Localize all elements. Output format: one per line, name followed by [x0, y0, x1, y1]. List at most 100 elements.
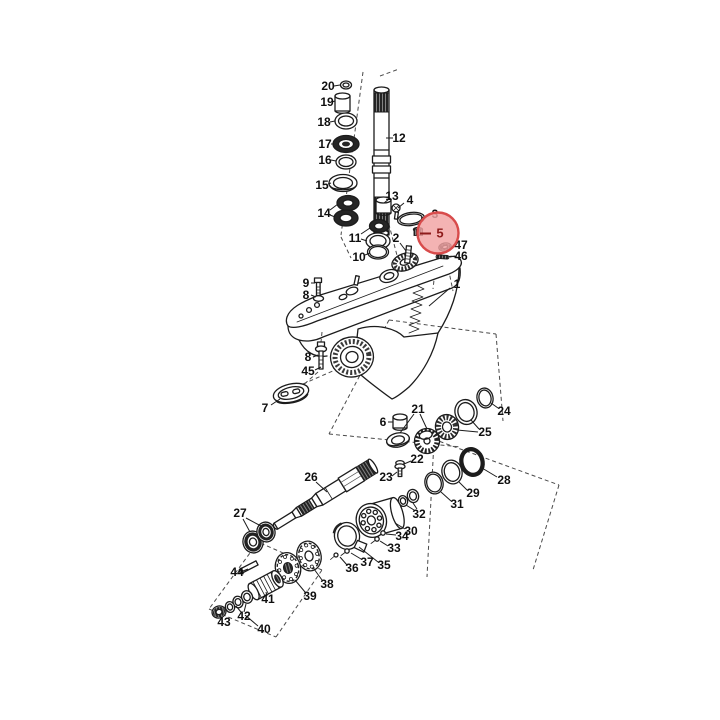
pinion-gear-21: [413, 427, 441, 455]
callout-label-28: 28: [497, 473, 511, 487]
washer-8-upper: [312, 295, 325, 302]
oring-20: [339, 80, 353, 90]
leader-line-10: [364, 252, 371, 256]
screw-36: [330, 552, 339, 560]
bearing-25: [434, 413, 460, 441]
callout-label-8: 8: [305, 350, 312, 364]
callout-label-44: 44: [230, 565, 244, 579]
leader-line-46: [449, 255, 456, 258]
leader-line-35: [358, 546, 379, 563]
callout-label-18: 18: [317, 115, 331, 129]
callout-label-17: 17: [318, 137, 332, 151]
callout-labels: 1234679884510111213141516171819202122232…: [217, 79, 511, 636]
leader-line-27: [242, 518, 251, 533]
leader-line-26: [315, 481, 328, 493]
leader-line-28: [481, 467, 498, 478]
leader-line-11: [360, 238, 368, 242]
washers-42: [224, 590, 254, 614]
leader-line-42: [243, 603, 247, 613]
screw-37: [340, 548, 350, 556]
callout-label-40: 40: [257, 622, 271, 636]
callout-label-31: 31: [450, 497, 464, 511]
carrier-group: [330, 447, 485, 560]
washer-21: [386, 432, 410, 448]
pin-46: [435, 254, 450, 260]
torpedo-bore: [329, 336, 375, 378]
screw-34: [376, 530, 386, 538]
leader-line-22: [403, 460, 412, 465]
callout-label-27: 27: [233, 506, 247, 520]
callout-label-41: 41: [261, 592, 275, 606]
callout-label-25: 25: [478, 425, 492, 439]
stud-2: [404, 245, 413, 264]
callout-label-7: 7: [262, 401, 269, 415]
bolt-45: [314, 341, 328, 370]
callout-label-33: 33: [387, 541, 401, 555]
leader-line-31: [440, 491, 452, 502]
leader-line-18: [329, 120, 336, 123]
leader-line-43: [219, 615, 223, 619]
leader-line-19: [331, 100, 336, 103]
callout-label-30: 30: [404, 524, 418, 538]
oring-10: [366, 244, 390, 260]
leader-line-33: [379, 540, 389, 547]
leader-line-11: [360, 227, 371, 235]
callout-label-21: 21: [411, 402, 425, 416]
callout-label-43: 43: [217, 615, 231, 629]
seal-17: [332, 134, 360, 154]
leader-line-14: [329, 203, 339, 211]
leader-line-23: [391, 471, 398, 477]
leader-line-32: [412, 502, 418, 510]
oring-18: [334, 112, 358, 130]
callout-label-6: 6: [380, 415, 387, 429]
leader-line-25: [470, 419, 480, 430]
callout-label-9: 9: [303, 276, 310, 290]
callout-label-29: 29: [466, 486, 480, 500]
ring-15: [328, 173, 358, 193]
leader-line-4: [397, 202, 405, 209]
propshaft-26: [272, 458, 379, 530]
leader-line-24: [490, 402, 499, 409]
highlight-marker[interactable]: 5: [416, 211, 460, 255]
callout-label-16: 16: [318, 153, 332, 167]
anode-7: [272, 382, 310, 405]
callout-label-39: 39: [303, 589, 317, 603]
bearing-carrier-30: [355, 496, 405, 538]
driveshaft-seal-stack: [328, 80, 392, 260]
screw-22-23: [394, 459, 406, 478]
leader-line-1: [428, 287, 451, 307]
leader-line-32: [405, 504, 415, 511]
callout-label-46: 46: [454, 249, 468, 263]
leader-line-42: [235, 605, 242, 613]
ring-31: [424, 471, 444, 495]
callout-label-14: 14: [317, 206, 331, 220]
callout-label-35: 35: [377, 558, 391, 572]
sleeve-19: [334, 92, 351, 114]
leader-line-16: [330, 159, 337, 162]
leader-line-20: [333, 84, 341, 87]
callout-label-26: 26: [304, 470, 318, 484]
leader-line-2: [399, 242, 407, 252]
leader-line-8: [310, 294, 317, 298]
mount-hardware: [272, 277, 328, 405]
callout-label-36: 36: [345, 561, 359, 575]
leader-line-37: [350, 552, 362, 560]
highlight-circle[interactable]: [416, 211, 460, 255]
callout-label-37: 37: [360, 555, 374, 569]
leader-line-15: [327, 182, 332, 185]
screw-33: [370, 536, 380, 544]
leader-line-13: [383, 198, 390, 204]
leader-line-14: [329, 214, 336, 218]
leader-line-34: [385, 533, 397, 536]
leader-line-7: [270, 398, 281, 406]
screw-4: [391, 203, 401, 220]
seal-14b: [333, 209, 359, 227]
leader-line-25: [456, 429, 479, 433]
leader-line-27: [245, 517, 262, 527]
leader-line-44: [242, 568, 249, 572]
bushing-6: [392, 413, 408, 431]
bearing-11a: [368, 218, 390, 234]
water-intake-grate: [408, 284, 425, 334]
propshaft-seals-27: [242, 521, 276, 554]
